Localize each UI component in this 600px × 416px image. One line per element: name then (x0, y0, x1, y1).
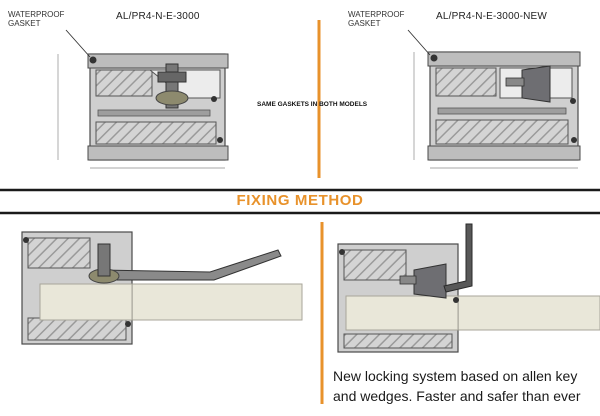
gasket-seal (125, 321, 131, 327)
model-label-left: AL/PR4-N-E-3000 (116, 11, 200, 22)
hatched-chamber (27, 317, 127, 341)
top-right-profile (407, 29, 581, 169)
glass-panel-inset (345, 295, 459, 331)
frame-top-flange (87, 53, 229, 69)
bottom-left-installation (21, 231, 303, 345)
glass-panel-inset (39, 283, 133, 321)
waterproof-gasket-label-right: WATERPROOF GASKET (348, 10, 405, 28)
gasket-seal (571, 137, 577, 143)
hatched-chamber (95, 121, 217, 145)
fixing-method-title: FIXING METHOD (236, 192, 364, 209)
waterproof-gasket-label-left: WATERPROOF GASKET (8, 10, 65, 28)
wedge-bolt (505, 77, 525, 87)
gasket-seal (217, 137, 223, 143)
model-label-right: AL/PR4-N-E-3000-NEW (436, 11, 548, 22)
frame-top-flange (427, 51, 581, 67)
gasket-strip (97, 109, 211, 117)
clamp-block (157, 71, 187, 83)
hatched-chamber (435, 67, 497, 97)
frame-bottom-flange (427, 145, 581, 161)
locking-wedge (521, 65, 551, 103)
locking-system-caption: New locking system based on allen key an… (333, 368, 581, 404)
gasket-leader-line (407, 29, 431, 56)
frame-bottom-flange (87, 145, 229, 161)
gasket-seal (430, 54, 438, 62)
gasket-seal (570, 98, 576, 104)
allen-key (443, 223, 473, 293)
clamp-bolt (97, 243, 111, 277)
hatched-chamber (343, 249, 407, 281)
gasket-seal (211, 96, 217, 102)
gasket-seal (453, 297, 459, 303)
locking-wedge (413, 263, 447, 299)
gasket-strip (437, 107, 567, 115)
hatched-chamber (27, 237, 91, 269)
gasket-seal (89, 56, 97, 64)
hatched-chamber (435, 119, 569, 145)
hatched-chamber (343, 333, 453, 349)
bottom-right-installation (337, 223, 600, 353)
wedge-bolt (399, 275, 417, 285)
top-left-profile (57, 29, 229, 169)
gasket-seal (23, 237, 29, 243)
hatched-chamber (95, 69, 153, 97)
gasket-leader-line (65, 29, 91, 58)
washer (155, 90, 189, 106)
same-gaskets-note: SAME GASKETS IN BOTH MODELS (257, 101, 368, 108)
gasket-seal (339, 249, 345, 255)
